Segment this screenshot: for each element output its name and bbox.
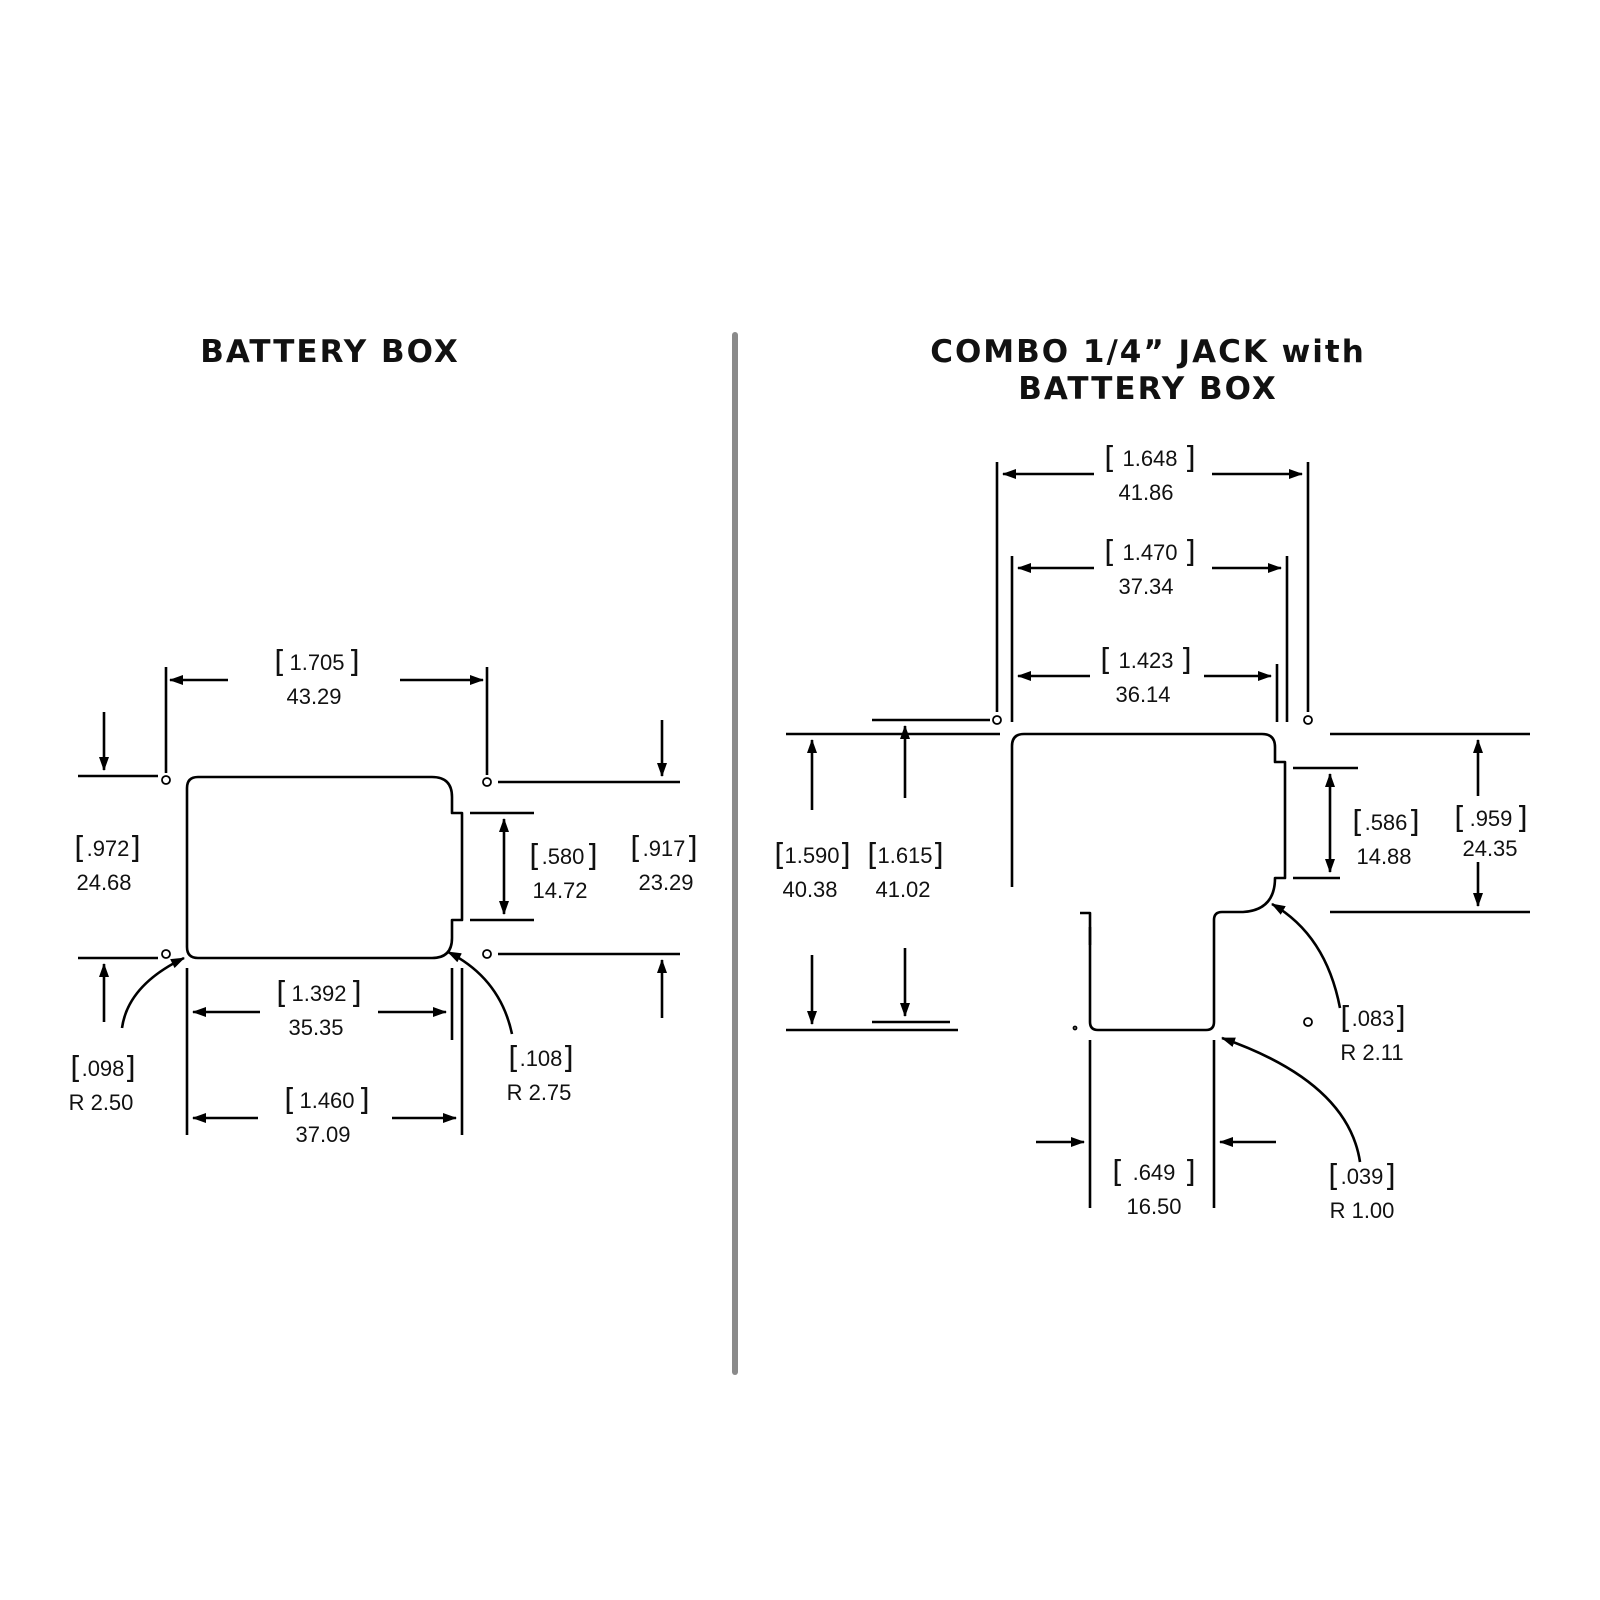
left-title: BATTERY BOX — [200, 334, 460, 370]
screw-hole — [482, 949, 492, 959]
battery-box-drawing: [ ] 1.705 43.29 [ ] .972 24.68 [ ] .580 … — [69, 645, 698, 1147]
dim-039-inch: .039 — [1341, 1164, 1384, 1189]
bracket-open: [ — [1340, 1001, 1352, 1036]
bracket-close: ] — [1516, 801, 1528, 836]
dim-1460-inch: 1.460 — [299, 1088, 354, 1113]
bracket-open: [ — [284, 1083, 296, 1118]
bracket-close: ] — [350, 976, 362, 1011]
screw-hole — [992, 715, 1002, 725]
jack-tab — [1080, 911, 1092, 945]
dim-649-mm: 16.50 — [1126, 1194, 1181, 1219]
dim-580-mm: 14.72 — [532, 878, 587, 903]
bracket-open: [ — [1328, 1159, 1340, 1194]
bracket-open: [ — [529, 839, 541, 874]
screw-hole — [161, 949, 171, 959]
bracket-close: ] — [932, 838, 944, 873]
combo-jack-outline — [1010, 732, 1287, 1032]
dim-1705-inch: 1.705 — [289, 650, 344, 675]
dim-098-mm: R 2.50 — [69, 1090, 134, 1115]
bracket-open: [ — [1454, 801, 1466, 836]
dim-917-inch: .917 — [643, 836, 686, 861]
dim-1460-mm: 37.09 — [295, 1122, 350, 1147]
screw-hole — [1303, 1017, 1313, 1027]
bracket-close: ] — [1184, 535, 1196, 570]
bracket-open: [ — [1352, 805, 1364, 840]
bracket-open: [ — [867, 838, 879, 873]
battery-box-outline — [185, 775, 464, 960]
bracket-close: ] — [1408, 805, 1420, 840]
radius-leader — [120, 956, 185, 1029]
dim-1470-inch: 1.470 — [1122, 540, 1177, 565]
dim-1470-mm: 37.34 — [1118, 574, 1173, 599]
bracket-close: ] — [348, 645, 360, 680]
bracket-open: [ — [1112, 1155, 1124, 1190]
screw-hole — [482, 777, 492, 787]
dim-039-mm: R 1.00 — [1330, 1198, 1395, 1223]
dim-1423-inch: 1.423 — [1118, 648, 1173, 673]
screw-hole — [161, 775, 171, 785]
dim-959-inch: .959 — [1470, 806, 1513, 831]
right-title-line1: COMBO 1/4” JACK with — [930, 334, 1366, 370]
dim-083-inch: .083 — [1352, 1006, 1395, 1031]
dim-580-inch: .580 — [542, 844, 585, 869]
radius-leader — [1271, 902, 1342, 1009]
right-title-line2: BATTERY BOX — [1018, 371, 1278, 407]
dim-098-inch: .098 — [82, 1056, 125, 1081]
dim-1615-inch: 1.615 — [877, 843, 932, 868]
dim-108-mm: R 2.75 — [507, 1080, 572, 1105]
dim-083-mm: R 2.11 — [1340, 1040, 1403, 1065]
dim-972-inch: .972 — [87, 836, 130, 861]
dim-959-mm: 24.35 — [1462, 836, 1517, 861]
bracket-open: [ — [74, 831, 86, 866]
radius-leader — [447, 950, 514, 1035]
bracket-close: ] — [839, 838, 851, 873]
radius-leader — [1221, 1036, 1362, 1163]
bracket-open: [ — [276, 976, 288, 1011]
dim-108-inch: .108 — [520, 1046, 563, 1071]
bracket-close: ] — [129, 831, 141, 866]
dim-1615-mm: 41.02 — [875, 877, 930, 902]
bracket-close: ] — [686, 831, 698, 866]
dim-972-mm: 24.68 — [76, 870, 131, 895]
bracket-open: [ — [630, 831, 642, 866]
bracket-close: ] — [586, 839, 598, 874]
bracket-close: ] — [358, 1083, 370, 1118]
dim-1705-mm: 43.29 — [286, 684, 341, 709]
dim-917-mm: 23.29 — [638, 870, 693, 895]
bracket-close: ] — [1394, 1001, 1406, 1036]
screw-hole — [1303, 715, 1313, 725]
combo-jack-drawing: [ ] 1.648 41.86 [ ] 1.470 37.34 [ ] 1.42… — [774, 441, 1530, 1223]
dim-1392-mm: 35.35 — [288, 1015, 343, 1040]
bracket-close: ] — [1384, 1159, 1396, 1194]
dim-586-inch: .586 — [1365, 810, 1408, 835]
bracket-open: [ — [274, 645, 286, 680]
bracket-open: [ — [774, 838, 786, 873]
bracket-close: ] — [1184, 1155, 1196, 1190]
bracket-open: [ — [1104, 535, 1116, 570]
dim-1590-inch: 1.590 — [784, 843, 839, 868]
dim-1648-mm: 41.86 — [1118, 480, 1173, 505]
dim-1648-inch: 1.648 — [1122, 446, 1177, 471]
bracket-open: [ — [70, 1051, 82, 1086]
bracket-close: ] — [1184, 441, 1196, 476]
dim-1590-mm: 40.38 — [782, 877, 837, 902]
dim-1392-inch: 1.392 — [291, 981, 346, 1006]
dim-649-inch: .649 — [1133, 1160, 1176, 1185]
marker-dot — [1072, 1025, 1078, 1031]
dim-586-mm: 14.88 — [1356, 844, 1411, 869]
bracket-close: ] — [1180, 643, 1192, 678]
bracket-open: [ — [1100, 643, 1112, 678]
dim-1423-mm: 36.14 — [1115, 682, 1170, 707]
bracket-open: [ — [508, 1041, 520, 1076]
bracket-close: ] — [562, 1041, 574, 1076]
bracket-open: [ — [1104, 441, 1116, 476]
bracket-close: ] — [124, 1051, 136, 1086]
